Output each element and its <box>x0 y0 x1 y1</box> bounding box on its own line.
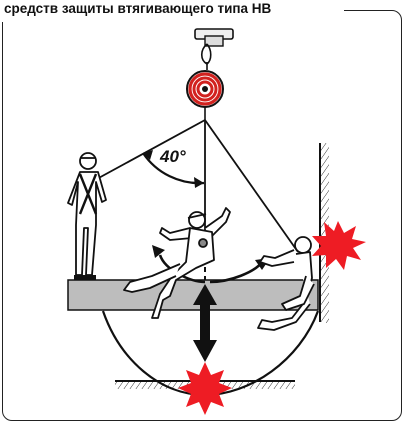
angle-label: 40° <box>159 147 186 166</box>
standing-worker <box>68 153 106 280</box>
retractable-lanyard-reel-icon <box>187 71 223 120</box>
ceiling-anchor-icon <box>195 29 233 70</box>
platform <box>68 280 318 310</box>
